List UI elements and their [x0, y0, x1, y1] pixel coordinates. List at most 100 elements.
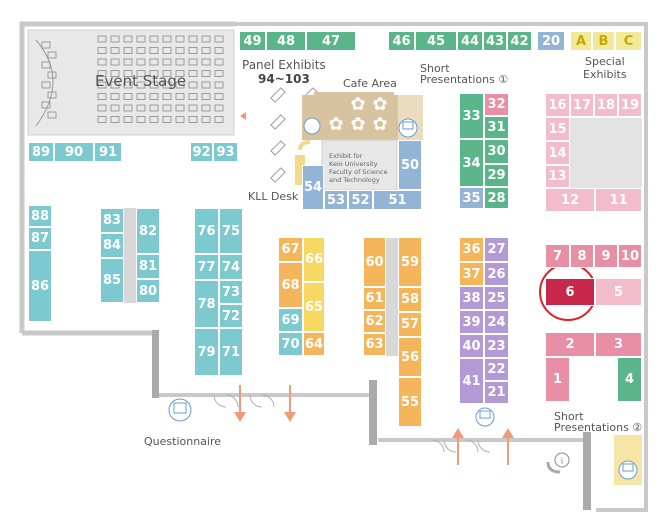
booth-25[interactable]: 25 — [484, 286, 509, 310]
booth-47[interactable]: 47 — [306, 31, 356, 51]
booth-32[interactable]: 32 — [484, 93, 509, 116]
booth-77[interactable]: 77 — [194, 254, 219, 280]
booth-79[interactable]: 79 — [194, 328, 219, 376]
keio-exhibit-box[interactable] — [321, 139, 398, 191]
booth-65[interactable]: 65 — [303, 282, 325, 332]
booth-85[interactable]: 85 — [100, 258, 124, 303]
booth-68[interactable]: 68 — [278, 262, 303, 308]
booth-41[interactable]: 41 — [459, 358, 484, 404]
booth-78[interactable]: 78 — [194, 280, 219, 328]
booth-B[interactable]: B — [592, 31, 615, 51]
booth-18[interactable]: 18 — [594, 93, 618, 117]
booth-63[interactable]: 63 — [363, 333, 386, 356]
booth-87[interactable]: 87 — [28, 227, 52, 250]
panel-exhibit[interactable] — [270, 140, 286, 156]
booth-88[interactable]: 88 — [28, 205, 52, 227]
booth-19[interactable]: 19 — [618, 93, 642, 117]
booth-44[interactable]: 44 — [457, 31, 483, 51]
booth-91[interactable]: 91 — [94, 142, 122, 162]
booth-72[interactable]: 72 — [219, 304, 243, 328]
booth-90[interactable]: 90 — [54, 142, 94, 162]
panel-exhibit[interactable] — [270, 167, 286, 183]
booth-12[interactable]: 12 — [545, 188, 595, 212]
booth-28[interactable]: 28 — [484, 187, 509, 209]
booth-9[interactable]: 9 — [594, 244, 618, 268]
booth-38[interactable]: 38 — [459, 286, 484, 310]
booth-92[interactable]: 92 — [190, 142, 213, 162]
booth-33[interactable]: 33 — [459, 93, 484, 139]
booth-46[interactable]: 46 — [388, 31, 415, 51]
booth-4[interactable]: 4 — [617, 357, 642, 402]
booth-29[interactable]: 29 — [484, 164, 509, 187]
booth-34[interactable]: 34 — [459, 139, 484, 187]
booth-69[interactable]: 69 — [278, 308, 303, 332]
booth-7[interactable]: 7 — [545, 244, 570, 268]
booth-82[interactable]: 82 — [136, 208, 160, 254]
booth-67[interactable]: 67 — [278, 237, 303, 262]
booth-36[interactable]: 36 — [459, 237, 484, 262]
booth-C[interactable]: C — [615, 31, 642, 51]
booth-42[interactable]: 42 — [507, 31, 532, 51]
booth-30[interactable]: 30 — [484, 139, 509, 164]
booth-27[interactable]: 27 — [484, 237, 509, 262]
booth-13[interactable]: 13 — [545, 165, 570, 188]
booth-A[interactable]: A — [570, 31, 592, 51]
booth-56[interactable]: 56 — [398, 337, 422, 377]
booth-35[interactable]: 35 — [459, 187, 484, 209]
booth-53[interactable]: 53 — [324, 190, 348, 210]
booth-8[interactable]: 8 — [570, 244, 594, 268]
booth-61[interactable]: 61 — [363, 287, 386, 310]
booth-70[interactable]: 70 — [278, 332, 303, 356]
booth-6[interactable]: 6 — [545, 278, 595, 306]
booth-73[interactable]: 73 — [219, 280, 243, 304]
booth-20[interactable]: 20 — [537, 31, 565, 51]
booth-31[interactable]: 31 — [484, 116, 509, 139]
booth-80[interactable]: 80 — [136, 279, 160, 303]
booth-71[interactable]: 71 — [219, 328, 243, 376]
booth-43[interactable]: 43 — [483, 31, 507, 51]
booth-54[interactable]: 54 — [302, 165, 324, 210]
booth-57[interactable]: 57 — [398, 312, 422, 337]
booth-17[interactable]: 17 — [570, 93, 594, 117]
booth-45[interactable]: 45 — [415, 31, 457, 51]
booth-2[interactable]: 2 — [545, 332, 595, 357]
booth-62[interactable]: 62 — [363, 310, 386, 333]
booth-51[interactable]: 51 — [373, 190, 422, 210]
booth-24[interactable]: 24 — [484, 310, 509, 334]
booth-3[interactable]: 3 — [595, 332, 642, 357]
booth-50[interactable]: 50 — [398, 140, 422, 190]
booth-66[interactable]: 66 — [303, 237, 325, 282]
booth-76[interactable]: 76 — [194, 208, 219, 254]
booth-81[interactable]: 81 — [136, 254, 160, 279]
booth-37[interactable]: 37 — [459, 262, 484, 286]
booth-22[interactable]: 22 — [484, 358, 509, 381]
booth-64[interactable]: 64 — [303, 332, 325, 356]
booth-14[interactable]: 14 — [545, 141, 570, 165]
booth-86[interactable]: 86 — [28, 250, 52, 322]
booth-74[interactable]: 74 — [219, 254, 243, 280]
booth-1[interactable]: 1 — [545, 357, 570, 402]
booth-83[interactable]: 83 — [100, 208, 124, 233]
booth-15[interactable]: 15 — [545, 117, 570, 141]
booth-39[interactable]: 39 — [459, 310, 484, 334]
booth-84[interactable]: 84 — [100, 233, 124, 258]
booth-49[interactable]: 49 — [239, 31, 266, 51]
booth-21[interactable]: 21 — [484, 381, 509, 404]
booth-23[interactable]: 23 — [484, 334, 509, 358]
info-icon[interactable]: i — [546, 452, 570, 474]
booth-10[interactable]: 10 — [618, 244, 642, 268]
booth-59[interactable]: 59 — [398, 237, 422, 287]
booth-52[interactable]: 52 — [348, 190, 373, 210]
panel-exhibit[interactable] — [270, 87, 286, 103]
booth-40[interactable]: 40 — [459, 334, 484, 358]
booth-11[interactable]: 11 — [595, 188, 642, 212]
panel-exhibit[interactable] — [270, 114, 286, 130]
booth-48[interactable]: 48 — [266, 31, 306, 51]
booth-5[interactable]: 5 — [595, 278, 642, 306]
booth-55[interactable]: 55 — [398, 377, 422, 427]
booth-89[interactable]: 89 — [28, 142, 54, 162]
booth-16[interactable]: 16 — [545, 93, 570, 117]
questionnaire-icon[interactable] — [168, 398, 192, 422]
booth-75[interactable]: 75 — [219, 208, 243, 254]
booth-60[interactable]: 60 — [363, 237, 386, 287]
